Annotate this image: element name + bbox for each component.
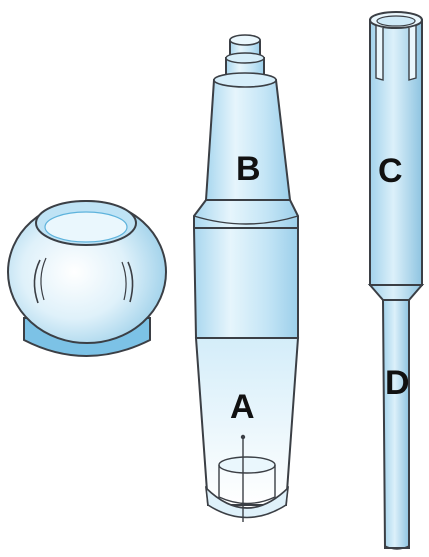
section-a-inner-cup-top	[219, 457, 275, 473]
label-c: C	[378, 152, 403, 190]
tube-transition	[370, 285, 422, 300]
section-d-body	[383, 300, 409, 548]
label-b: B	[236, 150, 261, 188]
center-assembly	[194, 35, 298, 522]
label-a: A	[230, 388, 255, 426]
ball-socket	[8, 201, 166, 356]
right-tube-assembly	[370, 12, 422, 549]
center-middle-band	[194, 228, 298, 338]
label-d: D	[385, 364, 410, 402]
ball-socket-opening-inner	[45, 212, 127, 242]
section-c-slot-left	[376, 26, 383, 80]
section-c-slot-right	[409, 26, 416, 80]
